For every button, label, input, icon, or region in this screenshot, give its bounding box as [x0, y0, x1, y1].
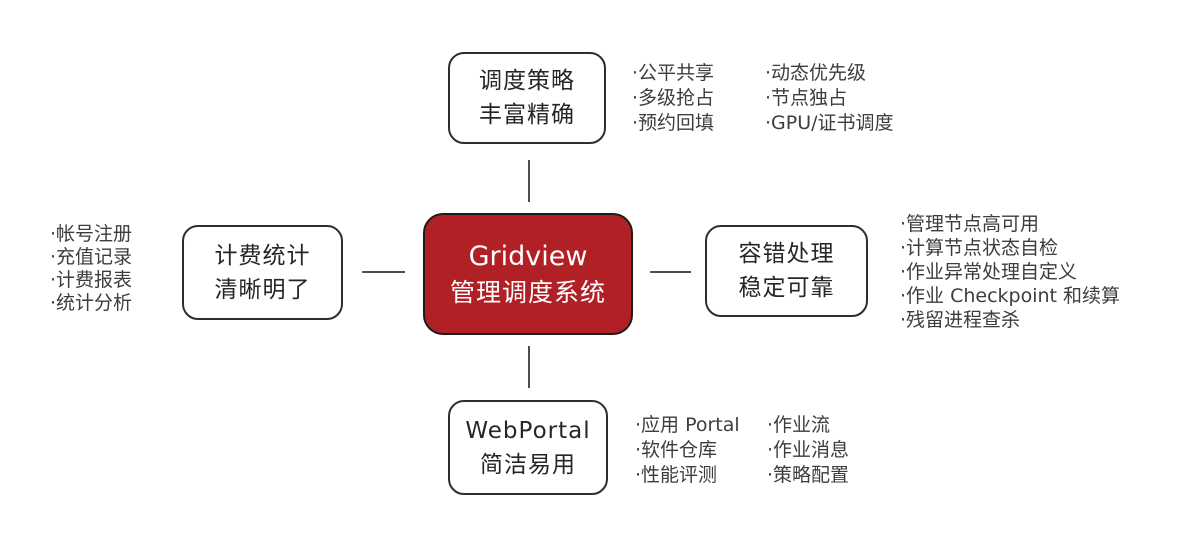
list-item: ·应用 Portal	[635, 414, 740, 436]
list-webportal-col2: ·作业流 ·作业消息 ·策略配置	[767, 413, 849, 488]
list-item: ·作业异常处理自定义	[900, 261, 1078, 283]
connector-bottom	[528, 346, 530, 388]
node-top-title-line2: 丰富精确	[479, 102, 575, 128]
node-left-title-line1: 计费统计	[214, 242, 311, 269]
list-item: ·公平共享	[632, 62, 715, 84]
connector-right	[650, 271, 691, 273]
node-bottom-title-line1: WebPortal	[465, 417, 591, 444]
connector-left	[362, 271, 405, 273]
list-item: ·预约回填	[632, 112, 715, 134]
list-item: ·统计分析	[50, 292, 133, 314]
list-item: ·残留进程查杀	[900, 309, 1021, 331]
list-item: ·帐号注册	[50, 223, 133, 245]
node-right-title-line2: 稳定可靠	[738, 275, 835, 301]
list-item: ·计费报表	[50, 269, 133, 291]
node-right-title-line1: 容错处理	[738, 241, 835, 267]
center-title-line1: Gridview	[468, 240, 588, 272]
node-fault-tolerance: 容错处理 稳定可靠	[705, 225, 868, 317]
list-item: ·节点独占	[765, 87, 848, 109]
list-item: ·GPU/证书调度	[765, 112, 894, 134]
node-billing-stats: 计费统计 清晰明了	[182, 225, 343, 320]
node-left-title-line2: 清晰明了	[214, 276, 311, 303]
list-fault-tolerance: ·管理节点高可用·计算节点状态自检·作业异常处理自定义·作业 Checkpoin…	[900, 212, 1120, 332]
list-item: ·计算节点状态自检	[900, 237, 1059, 259]
node-scheduling-policy: 调度策略 丰富精确	[448, 52, 606, 144]
node-webportal: WebPortal 简洁易用	[448, 400, 608, 495]
list-item: ·动态优先级	[765, 62, 867, 84]
list-item: ·作业消息	[767, 439, 850, 461]
list-item: ·性能评测	[635, 464, 718, 486]
node-top-title-line1: 调度策略	[479, 68, 575, 94]
node-bottom-title-line2: 简洁易用	[480, 451, 576, 478]
list-item: ·作业流	[767, 414, 831, 436]
list-item: ·充值记录	[50, 246, 133, 268]
connector-top	[528, 160, 530, 202]
list-item: ·管理节点高可用	[900, 213, 1040, 235]
center-title-line2: 管理调度系统	[449, 277, 606, 307]
list-scheduling-col2: ·动态优先级 ·节点独占 ·GPU/证书调度	[765, 61, 894, 136]
list-item: ·作业 Checkpoint 和续算	[900, 285, 1121, 307]
list-item: ·软件仓库	[635, 439, 718, 461]
list-item: ·策略配置	[767, 464, 850, 486]
list-item: ·多级抢占	[632, 87, 715, 109]
list-webportal-col1: ·应用 Portal ·软件仓库 ·性能评测	[635, 413, 740, 488]
list-scheduling-col1: ·公平共享 ·多级抢占 ·预约回填	[632, 61, 714, 136]
list-billing: ·帐号注册·充值记录·计费报表·统计分析	[50, 223, 132, 315]
node-gridview-center: Gridview 管理调度系统	[423, 213, 633, 335]
